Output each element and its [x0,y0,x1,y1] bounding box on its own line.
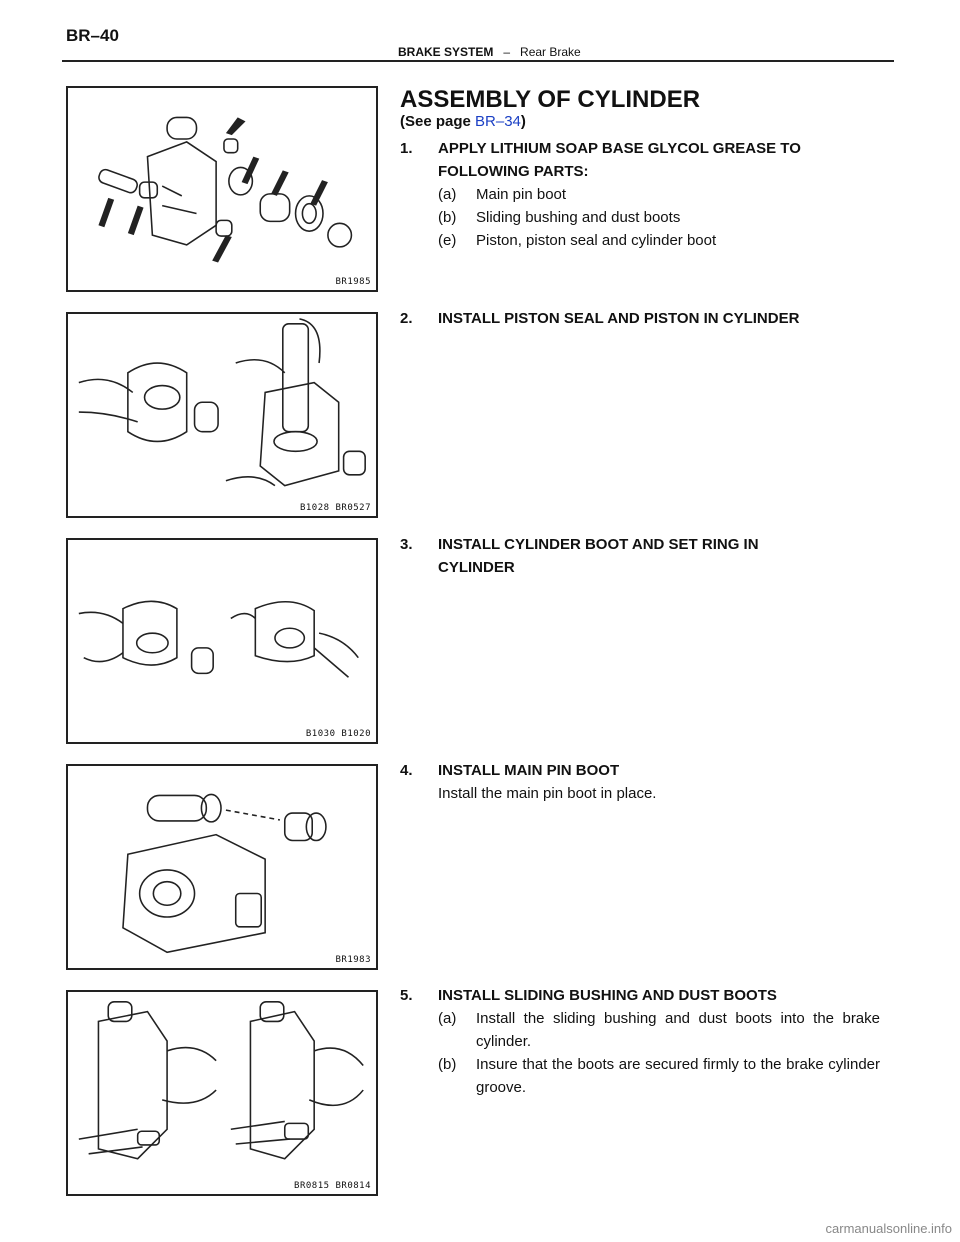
step-number: 2. [400,310,413,327]
step-heading: 5. INSTALL SLIDING BUSHING AND DUST BOOT… [400,984,880,1007]
step-1: 1. APPLY LITHIUM SOAP BASE GLYCOL GREASE… [400,137,880,252]
step-line: FOLLOWING PARTS: [438,163,589,180]
step-line: INSTALL CYLINDER BOOT AND SET RING IN [438,536,759,553]
step-2: 2. INSTALL PISTON SEAL AND PISTON IN CYL… [400,307,880,330]
exploded-caliper-with-arrows-icon [98,116,353,263]
watermark: carmanualsonline.info [825,1221,952,1236]
hands-installing-bushing-icon [78,1001,364,1160]
step-number: 5. [400,987,413,1004]
figure-code: BR1985 [335,277,371,287]
step-heading: 1. APPLY LITHIUM SOAP BASE GLYCOL GREASE… [400,137,880,183]
page-id: BR–40 [66,26,119,45]
substep-text: Insure that the boots are secured firmly… [476,1056,880,1096]
substep-number: (a) [438,186,457,203]
figure-install-piston: B1028 BR0527 [66,312,378,518]
substep-number: (b) [438,209,457,226]
substep-text: Main pin boot [476,186,567,203]
step-heading: 2. INSTALL PISTON SEAL AND PISTON IN CYL… [400,307,880,330]
substep-number: (a) [438,1010,457,1027]
substep-number: (b) [438,1056,457,1073]
header-separator: – [503,45,511,59]
substep-text: Piston, piston seal and cylinder boot [476,232,717,249]
step-4: 4. INSTALL MAIN PIN BOOT Install the mai… [400,759,880,805]
figure-code: B1030 B1020 [305,729,371,739]
figure-exploded-caliper: BR1985 [66,86,378,292]
figure-code: BR0815 BR0814 [294,1181,371,1191]
step-number: 3. [400,536,413,553]
reference-suffix: ) [520,113,526,130]
step-note: Install the main pin boot in place. [438,785,657,802]
main-pin-boot-icon [122,793,327,954]
step-heading: 3. INSTALL CYLINDER BOOT AND SET RING IN… [400,533,880,579]
substep-text: Install the sliding bushing and dust boo… [476,1010,880,1050]
running-header: BRAKE SYSTEM–Rear Brake [398,45,581,59]
step-line: INSTALL SLIDING BUSHING AND DUST BOOTS [438,987,777,1004]
figure-install-boot: B1030 B1020 [66,538,378,744]
section-name: BRAKE SYSTEM [398,45,494,59]
figure-code: BR1983 [335,955,371,965]
hands-installing-piston-icon [78,318,366,487]
subsection-name: Rear Brake [520,45,581,59]
see-page-reference: (See page BR–34) [400,113,526,130]
step-line: APPLY LITHIUM SOAP BASE GLYCOL GREASE TO [438,140,801,157]
substep: (b) Sliding bushing and dust boots [400,206,880,229]
step-heading: 4. INSTALL MAIN PIN BOOT [400,759,880,782]
figure-install-bushing: BR0815 BR0814 [66,990,378,1196]
step-line: INSTALL PISTON SEAL AND PISTON IN CYLIND… [438,310,800,327]
substep: (a) Install the sliding bushing and dust … [400,1007,880,1053]
header-rule [62,60,894,62]
figure-main-pin-boot: BR1983 [66,764,378,970]
substep: (b) Insure that the boots are secured fir… [400,1053,880,1099]
substep: (a) Main pin boot [400,183,880,206]
step-5: 5. INSTALL SLIDING BUSHING AND DUST BOOT… [400,984,880,1099]
step-line: INSTALL MAIN PIN BOOT [438,762,620,779]
hands-installing-boot-icon [78,600,359,678]
step-number: 1. [400,140,413,157]
step-3: 3. INSTALL CYLINDER BOOT AND SET RING IN… [400,533,880,579]
step-line: CYLINDER [438,559,515,576]
substep-text: Sliding bushing and dust boots [476,209,681,226]
figure-code: B1028 BR0527 [299,503,371,513]
reference-link[interactable]: BR–34 [475,113,521,130]
step-number: 4. [400,762,413,779]
substep: (e) Piston, piston seal and cylinder boot [400,229,880,252]
reference-prefix: (See page [400,113,476,130]
substep-number: (e) [438,232,457,249]
page-title: ASSEMBLY OF CYLINDER [400,86,701,113]
